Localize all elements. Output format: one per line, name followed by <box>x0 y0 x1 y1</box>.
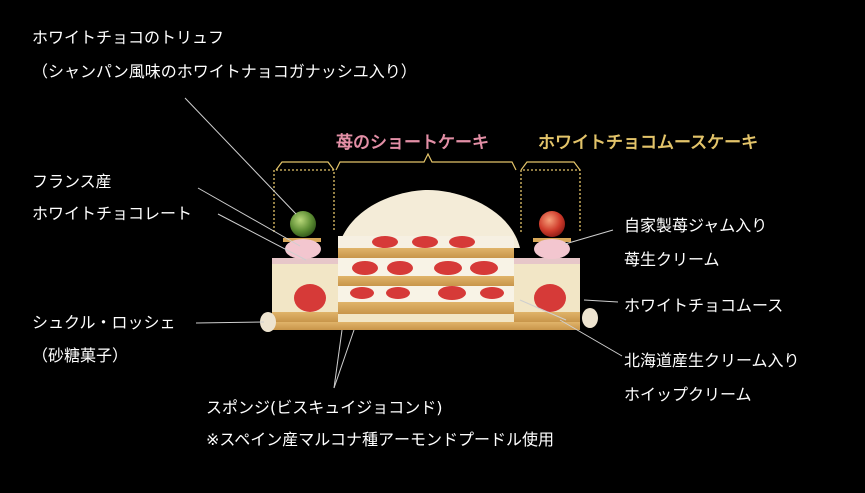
bracket-right <box>520 169 581 232</box>
label-mousse: ホワイトチョコムース <box>624 296 784 315</box>
center-sponge-2 <box>338 276 514 286</box>
right-top-layer <box>512 258 580 264</box>
strawberries <box>294 236 566 312</box>
cream-dome <box>338 190 520 248</box>
label-truffle-2: （シャンパン風味のホワイトナョコガナッシユ入り） <box>32 62 417 81</box>
left-truffle-cream <box>285 239 321 259</box>
bracket-left <box>273 169 335 232</box>
label-france-2: ホワイトチョコレート <box>32 204 193 223</box>
left-sponge-base <box>272 312 340 322</box>
center-cream-3 <box>338 286 514 302</box>
right-rocher <box>582 308 598 328</box>
label-jam-2: 苺生クリーム <box>624 250 720 269</box>
left-top-layer <box>272 258 340 264</box>
bottom-sponge <box>272 322 580 330</box>
header-white-mousse-cake: ホワイトチョコムースケーキ <box>538 133 759 153</box>
center-base <box>338 314 514 324</box>
bracket-center <box>335 152 517 171</box>
right-truffle-cream <box>534 239 570 259</box>
center-cream-2 <box>338 258 514 276</box>
red-truffle <box>539 211 565 237</box>
label-jam-1: 自家製苺ジャム入り <box>624 216 768 235</box>
label-france-1: フランス産 <box>32 172 112 191</box>
label-whip-1: 北海道産生クリーム入り <box>624 351 800 370</box>
center-sponge-3 <box>338 302 514 314</box>
label-sponge-2: ※スペイン産マルコナ種アーモンドプードル使用 <box>206 430 554 449</box>
right-sponge-base <box>512 312 580 322</box>
label-whip-2: ホイップクリーム <box>624 385 752 404</box>
center-sponge-1 <box>338 248 514 258</box>
header-strawberry-cake: 苺のショートケーキ <box>336 133 489 153</box>
label-rocher-2: （砂糖菓子） <box>32 346 129 365</box>
label-truffle-1: ホワイトチョコのトリュフ <box>32 28 225 47</box>
label-rocher-1: シュクル・ロッシェ <box>32 313 176 332</box>
label-sponge-1: スポンジ(ビスキュイジョコンド) <box>206 398 443 417</box>
left-rocher <box>260 312 276 332</box>
green-truffle <box>290 211 316 237</box>
